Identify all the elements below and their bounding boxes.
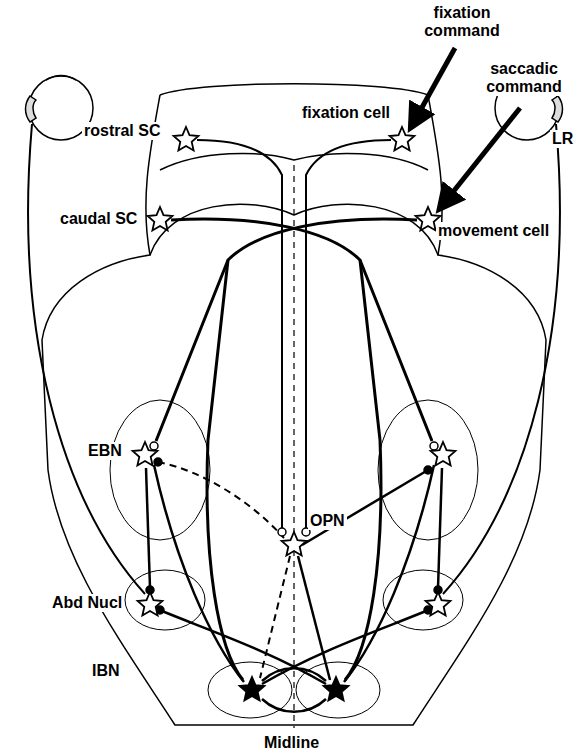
eyeball	[46, 76, 76, 81]
command-arrow	[415, 48, 455, 120]
structure-label: EBN	[86, 442, 124, 460]
structure-label: Midline	[262, 734, 321, 752]
nucleus-outline	[125, 570, 205, 630]
burst-neuron-pathway	[298, 556, 330, 680]
inhibitory-dashed-pathway	[158, 462, 284, 538]
structure-label: OPN	[308, 512, 347, 530]
structure-label: IBN	[90, 662, 122, 680]
midline	[293, 165, 294, 728]
burst-neuron-pathway	[162, 611, 326, 684]
inhibitory-dashed-pathway	[158, 462, 290, 678]
movement-pathway	[207, 260, 243, 680]
command-label: saccadic command	[468, 60, 580, 96]
fixation-pathway	[197, 140, 282, 528]
structure-label: fixation cell	[300, 104, 392, 122]
nucleus-outline	[378, 400, 478, 540]
neuron-cell	[282, 532, 307, 556]
burst-neuron-pathway	[344, 465, 434, 682]
abducens-nerve	[28, 124, 145, 594]
movement-pathway	[156, 219, 432, 680]
structure-label: rostral SC	[82, 122, 162, 140]
burst-neuron-pathway	[154, 465, 244, 682]
burst-neuron-pathway	[262, 611, 426, 684]
brainstem-outline	[160, 84, 428, 95]
neuron-cell	[431, 442, 456, 466]
neuron-cell	[133, 442, 158, 466]
fixation-pathway	[306, 140, 391, 528]
neuron-cell	[324, 677, 349, 701]
synapse-terminal	[146, 442, 442, 614]
neuron-cell	[426, 592, 451, 616]
structure-label: Abd Nucl	[50, 594, 124, 612]
burst-neuron-pathway	[146, 468, 150, 588]
synapse-terminal	[278, 528, 286, 536]
synapse-terminal	[154, 458, 162, 466]
inhibitory-dashed-pathway	[260, 556, 290, 678]
synapse-terminal	[430, 442, 438, 450]
neuron-cell	[148, 207, 173, 231]
nucleus-outline	[110, 400, 478, 718]
burst-neuron-pathway	[146, 465, 442, 712]
burst-neuron-pathway	[438, 468, 442, 588]
neuron-cell	[133, 127, 456, 701]
nucleus-outline	[110, 400, 210, 540]
fixation-pathway	[197, 140, 391, 528]
nucleus-outline	[383, 570, 463, 630]
burst-neuron-pathway	[262, 668, 326, 681]
midline	[293, 165, 294, 728]
eyeball	[26, 96, 37, 122]
structure-label: movement cell	[436, 222, 551, 240]
abducens-nerve	[28, 124, 560, 594]
command-arrow	[445, 108, 520, 202]
movement-pathway	[156, 219, 417, 441]
movement-pathway	[345, 260, 381, 680]
neuron-cell	[390, 127, 415, 151]
burst-neuron-pathway	[302, 470, 428, 545]
neuron-cell	[240, 677, 265, 701]
structure-label: LR	[550, 130, 575, 148]
neuron-cell	[138, 592, 163, 616]
command-label: fixation command	[410, 4, 514, 40]
eyeball	[552, 96, 563, 122]
neuron-cell	[174, 127, 199, 151]
abducens-nerve	[443, 124, 560, 594]
burst-neuron-pathway	[262, 699, 326, 712]
synapse-terminal	[424, 466, 432, 474]
structure-label: caudal SC	[58, 210, 139, 228]
synapse-terminal	[150, 442, 158, 450]
